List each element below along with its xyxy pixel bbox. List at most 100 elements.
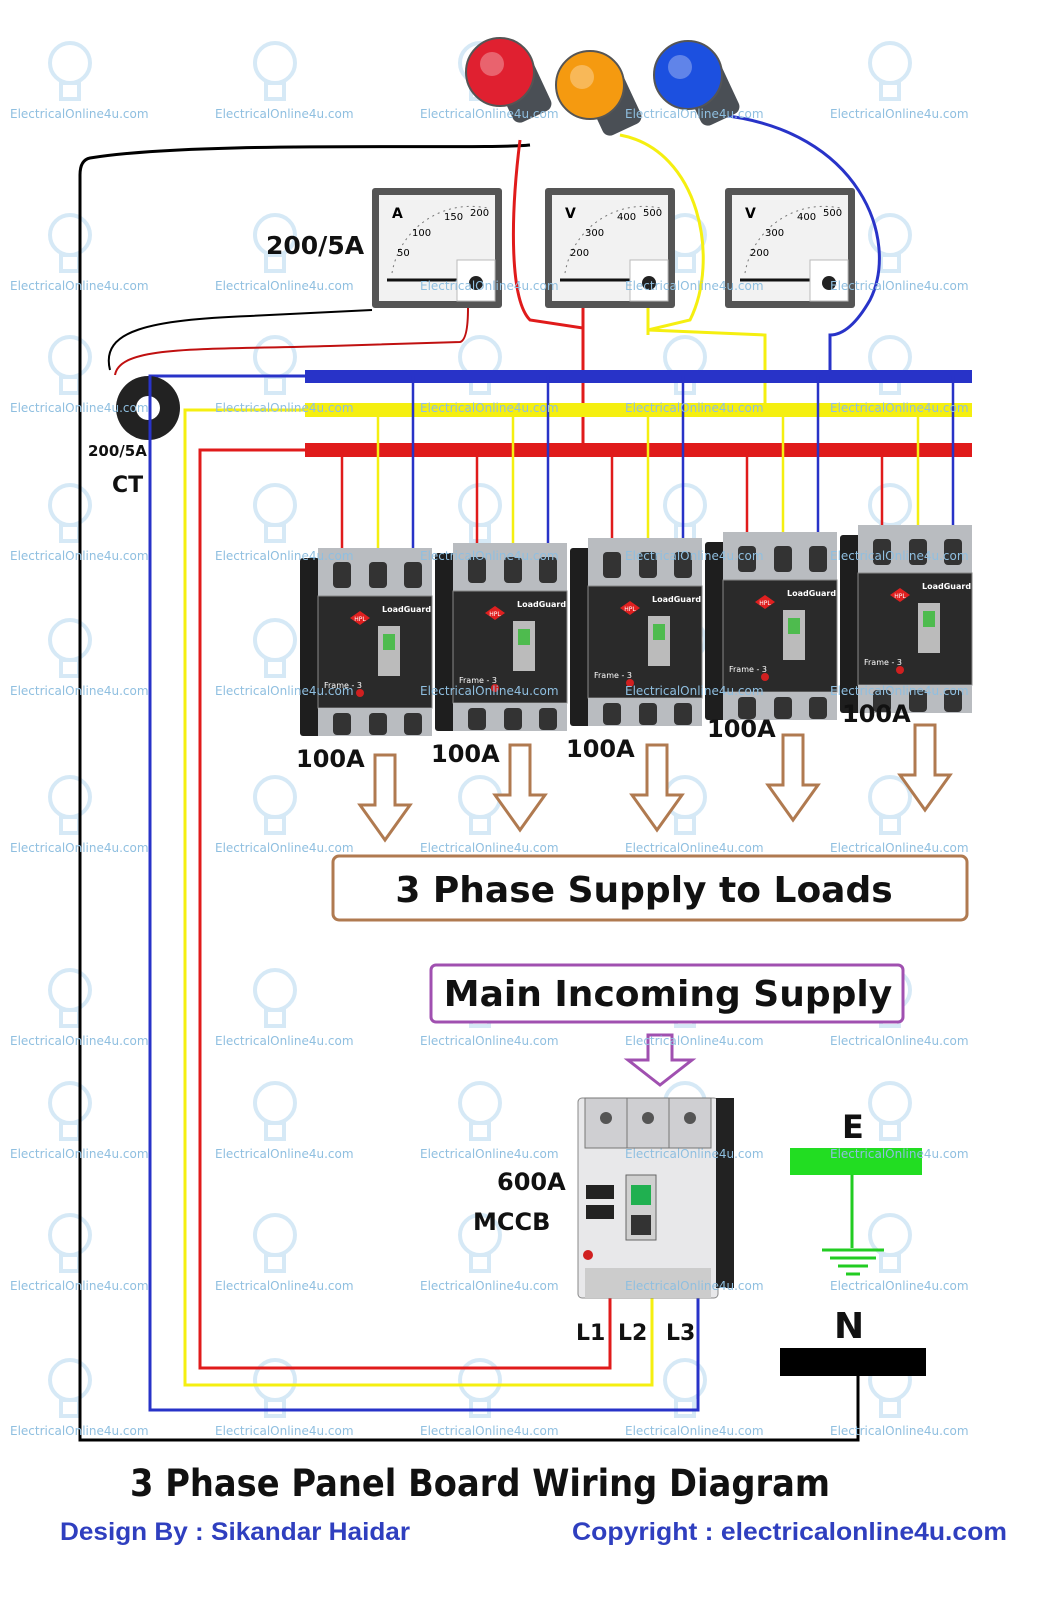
- watermark-text: ElectricalOnline4u.com: [215, 1147, 354, 1161]
- watermark-bulb-icon: [48, 41, 92, 101]
- breaker-rating: 100A: [431, 740, 500, 768]
- watermark-text: ElectricalOnline4u.com: [420, 1279, 559, 1293]
- watermark-text: ElectricalOnline4u.com: [830, 841, 969, 855]
- watermark-text: ElectricalOnline4u.com: [625, 1424, 764, 1438]
- terminal-l2: L2: [618, 1321, 647, 1346]
- neutral-bar: N: [780, 1306, 926, 1376]
- watermark-bulb-icon: [48, 335, 92, 395]
- watermark-text: ElectricalOnline4u.com: [420, 841, 559, 855]
- meter-scale-label: 200: [570, 248, 589, 259]
- earth-bar: E: [790, 1108, 922, 1276]
- main-breaker-rating: 600A: [497, 1168, 566, 1196]
- load-arrow-icon: [357, 753, 413, 843]
- meter-scale-label: 400: [797, 212, 816, 223]
- meter-scale-label: 300: [765, 228, 784, 239]
- watermark-bulb-icon: [48, 483, 92, 543]
- watermark-text: ElectricalOnline4u.com: [420, 401, 559, 415]
- watermark-bulb-icon: [458, 483, 502, 543]
- watermark-text: ElectricalOnline4u.com: [625, 549, 764, 563]
- watermark-text: ElectricalOnline4u.com: [420, 1424, 559, 1438]
- watermark-text: ElectricalOnline4u.com: [10, 1147, 149, 1161]
- watermark-bulb-icon: [253, 335, 297, 395]
- meter-scale-label: 150: [444, 212, 463, 223]
- watermark-bulb-icon: [253, 1358, 297, 1418]
- breaker-model: LoadGuard: [787, 589, 836, 598]
- watermark-text: ElectricalOnline4u.com: [215, 1034, 354, 1048]
- watermark-bulb-icon: [868, 213, 912, 273]
- watermark-text: ElectricalOnline4u.com: [625, 684, 764, 698]
- breaker-rating: 100A: [707, 715, 776, 743]
- load-arrow-icon: [629, 743, 685, 833]
- designer-credit: Design By : Sikandar Haidar: [60, 1518, 410, 1546]
- ct-to-ammeter-wire-red: [114, 307, 469, 376]
- busbar-red: [305, 443, 972, 457]
- breaker-model: LoadGuard: [652, 595, 701, 604]
- meter-scale-label: 200: [470, 208, 489, 219]
- breaker-frame: Frame - 3: [324, 681, 362, 690]
- watermark-text: ElectricalOnline4u.com: [10, 279, 149, 293]
- incoming-label: Main Incoming Supply: [444, 974, 892, 1015]
- zero-adjust-knob-icon: [642, 276, 656, 290]
- watermark-bulb-icon: [458, 775, 502, 835]
- watermark-bulb-icon: [868, 1081, 912, 1141]
- meter-scale-label: 100: [412, 228, 431, 239]
- watermark-text: ElectricalOnline4u.com: [10, 1424, 149, 1438]
- watermark-bulb-icon: [663, 335, 707, 395]
- watermark-bulb-icon: [868, 41, 912, 101]
- pilot-lamp-2: [555, 50, 642, 136]
- watermark-text: ElectricalOnline4u.com: [830, 1279, 969, 1293]
- watermark-text: ElectricalOnline4u.com: [215, 107, 354, 121]
- watermark-text: ElectricalOnline4u.com: [625, 841, 764, 855]
- load-arrow-icon: [765, 733, 821, 823]
- loads-label: 3 Phase Supply to Loads: [395, 870, 892, 911]
- breaker-rating: 100A: [296, 745, 365, 773]
- watermark-text: ElectricalOnline4u.com: [420, 684, 559, 698]
- watermark-text: ElectricalOnline4u.com: [830, 401, 969, 415]
- incoming-box: [429, 963, 905, 1024]
- watermark-text: ElectricalOnline4u.com: [830, 684, 969, 698]
- watermark-text: ElectricalOnline4u.com: [625, 401, 764, 415]
- breaker-brand: HPL: [624, 606, 636, 613]
- meter-scale-label: 500: [823, 208, 842, 219]
- neutral-label: N: [834, 1306, 864, 1347]
- watermark-text: ElectricalOnline4u.com: [625, 279, 764, 293]
- watermark-text: ElectricalOnline4u.com: [215, 684, 354, 698]
- red-feeder-wire: [198, 448, 612, 1370]
- breaker-rating: 100A: [842, 700, 911, 728]
- terminal-l1: L1: [576, 1321, 605, 1346]
- watermark-text: ElectricalOnline4u.com: [625, 1147, 764, 1161]
- load-arrow-icon: [897, 723, 953, 813]
- watermark-text: ElectricalOnline4u.com: [215, 549, 354, 563]
- earth-label: E: [842, 1108, 864, 1146]
- watermark-bulb-layer: [48, 41, 912, 1418]
- watermark-bulb-icon: [868, 775, 912, 835]
- diagram-title: 3 Phase Panel Board Wiring Diagram: [130, 1462, 830, 1505]
- meter-scale-label: 300: [585, 228, 604, 239]
- watermark-text: ElectricalOnline4u.com: [830, 1147, 969, 1161]
- pilot-lamp-1: [465, 37, 552, 123]
- breaker-model: LoadGuard: [382, 605, 431, 614]
- meter-scale-label: 50: [397, 248, 410, 259]
- ct-rating: 200/5A: [88, 442, 147, 460]
- breaker-brand: HPL: [489, 611, 501, 618]
- watermark-text: ElectricalOnline4u.com: [420, 1147, 559, 1161]
- breaker-frame: Frame - 3: [459, 676, 497, 685]
- watermark-text: ElectricalOnline4u.com: [10, 107, 149, 121]
- yellow-lamp-wire: [619, 133, 767, 410]
- blue-lamp-wire: [719, 113, 881, 376]
- watermark-bulb-icon: [253, 1213, 297, 1273]
- watermark-text: ElectricalOnline4u.com: [625, 1034, 764, 1048]
- zero-adjust-knob-icon: [822, 276, 836, 290]
- watermark-text: ElectricalOnline4u.com: [10, 1034, 149, 1048]
- watermark-bulb-icon: [868, 1213, 912, 1273]
- watermark-text: ElectricalOnline4u.com: [830, 1034, 969, 1048]
- watermark-bulb-icon: [253, 775, 297, 835]
- loads-box: [331, 854, 969, 922]
- pilot-lamps: [465, 37, 740, 136]
- watermark-text: ElectricalOnline4u.com: [215, 1279, 354, 1293]
